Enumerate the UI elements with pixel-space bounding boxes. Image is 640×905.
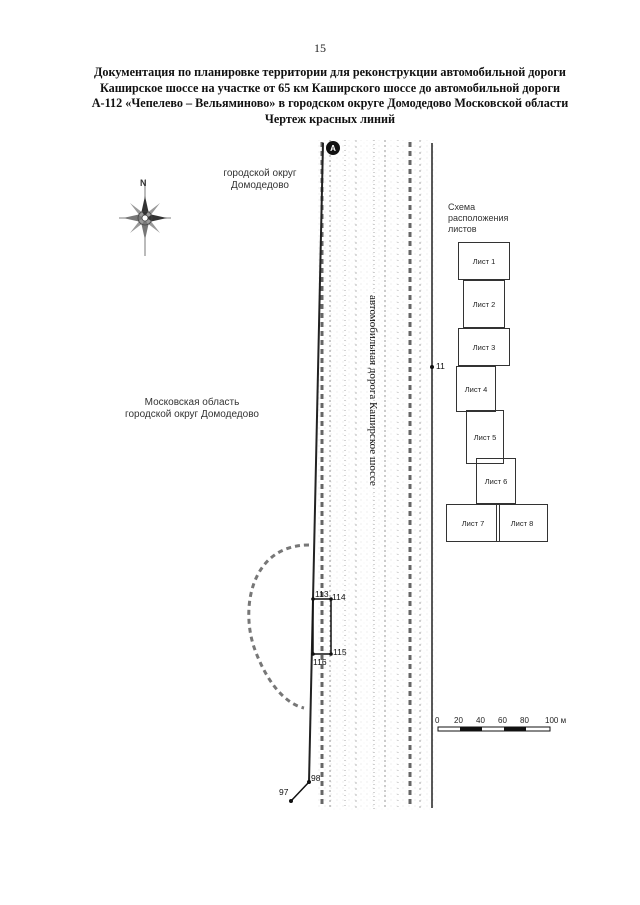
sheet-scheme-title-line3: листов (448, 224, 477, 234)
scale-tick-80: 80 (520, 716, 529, 725)
scale-tick-40: 40 (476, 716, 485, 725)
point-label-114: 114 (332, 592, 346, 602)
line-97-98 (290, 781, 310, 802)
point-label-113: 113 (315, 589, 329, 599)
district-label-top: городской округ Домодедово (215, 168, 305, 192)
point-label-11: 11 (436, 361, 445, 371)
scale-tick-20: 20 (454, 716, 463, 725)
compass-rose-icon (119, 180, 171, 256)
page-number: 15 (314, 41, 326, 55)
sheet-scheme-title-line2: расположения (448, 213, 509, 223)
sheet-1: Лист 1 (458, 242, 510, 280)
sheet-2: Лист 2 (463, 280, 505, 328)
point-11-marker (430, 365, 434, 369)
title-line-4: Чертеж красных линий (264, 111, 396, 126)
sheet-4: Лист 4 (456, 366, 496, 412)
region-label-left: Московская область городской округ Домод… (122, 397, 262, 421)
point-label-97: 97 (279, 787, 289, 797)
scale-tick-60: 60 (498, 716, 507, 725)
title-line-1: Документация по планировке территории дл… (94, 65, 566, 79)
sheet-7: Лист 7 (446, 504, 500, 542)
parcel-rectangle (312, 598, 332, 655)
district-label-top-line1: городской округ (223, 168, 297, 179)
road-name-text: автомобильная дорога Каширское шоссе (367, 295, 379, 486)
road-corridor (318, 140, 438, 810)
ramp-boundary (247, 543, 310, 710)
point-label-98: 98 (311, 773, 321, 783)
red-line-left (308, 142, 324, 783)
document-title: Документация по планировке территории дл… (60, 65, 600, 127)
title-line-3: А-112 «Чепелево – Вельяминово» в городск… (91, 96, 569, 110)
sheet-8: Лист 8 (496, 504, 548, 542)
scale-bar (437, 726, 551, 732)
sheet-scheme-title: Схема расположения листов (448, 202, 508, 235)
sheet-3: Лист 3 (458, 328, 510, 366)
north-label: N (140, 178, 147, 188)
region-label-left-line2: городской округ Домодедово (125, 409, 259, 420)
scale-tick-100: 100 м (545, 716, 567, 725)
point-label-115: 115 (333, 647, 347, 657)
district-label-top-line2: Домодедово (231, 180, 289, 191)
sheet-6: Лист 6 (476, 458, 516, 504)
title-line-2: Каширское шоссе на участке от 65 км Каши… (99, 80, 561, 95)
region-label-left-line1: Московская область (144, 397, 240, 408)
scale-tick-0: 0 (435, 716, 440, 725)
point-label-116: 116 (313, 657, 327, 667)
road-name-label: автомобильная дорога Каширское шоссе (365, 295, 379, 525)
marker-a-icon: A (326, 141, 340, 155)
sheet-scheme-title-line1: Схема (448, 202, 476, 212)
sheet-5: Лист 5 (466, 410, 504, 464)
